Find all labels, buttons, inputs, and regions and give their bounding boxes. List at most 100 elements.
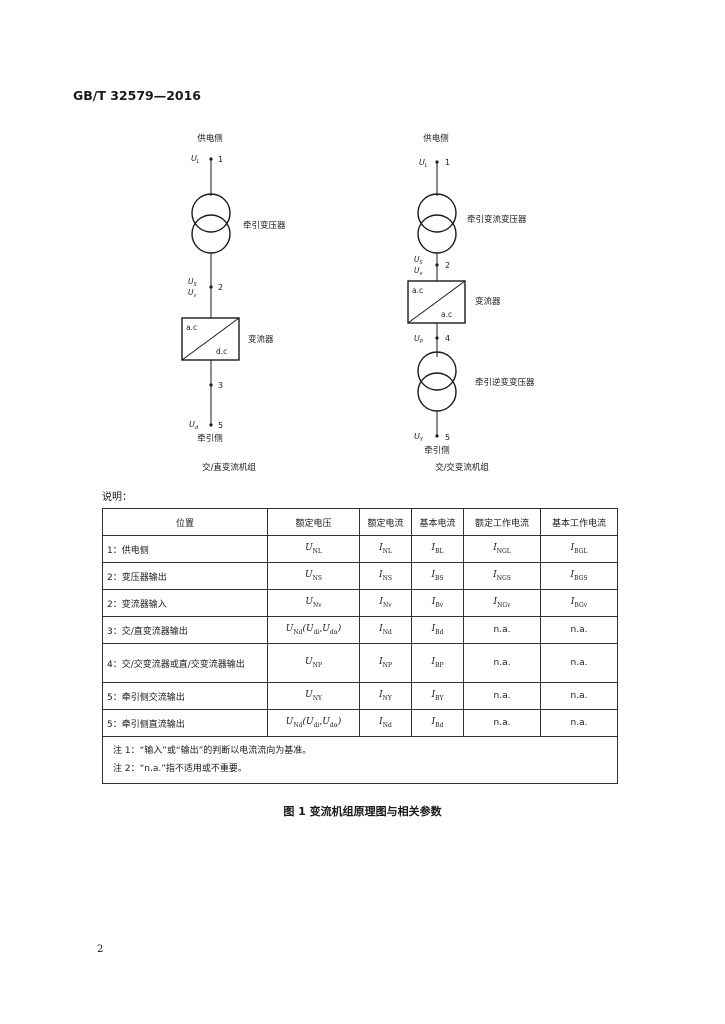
symbol: IBP	[431, 657, 444, 669]
symbol: IBGv	[570, 597, 587, 609]
cell-current: INS	[359, 562, 412, 590]
right-point-5	[435, 434, 439, 438]
table-note-1: 注 1：“输入”或“输出”的判断以电流流向为基准。	[113, 746, 312, 756]
cell-position: 5：牵引侧直流输出	[102, 709, 268, 737]
symbol-letter: U	[305, 543, 313, 554]
symbol-subscript: Bd	[435, 721, 444, 729]
symbol: IBS	[431, 570, 444, 582]
cell-voltage: UNv	[267, 589, 360, 617]
right-supply-label: 供电侧	[423, 133, 449, 144]
cell-basic: IBv	[411, 589, 464, 617]
symbol: IBL	[431, 543, 444, 555]
cell-rated_work: INGL	[463, 535, 541, 563]
symbol-subscript: di	[313, 628, 320, 636]
cell-rated_work: n.a.	[463, 709, 541, 737]
symbol-subscript: NS	[382, 574, 392, 582]
right-diagram-caption: 交/交变流机组	[435, 462, 489, 473]
symbol-subscript: NGL	[496, 547, 511, 555]
left-point-2	[209, 285, 213, 289]
symbol-letter: U	[305, 570, 313, 581]
symbol-subscript: BGL	[574, 547, 588, 555]
symbol: UNS	[305, 570, 322, 582]
symbol-letter: ,U	[319, 624, 330, 635]
symbol-subscript: Nd	[382, 721, 392, 729]
cell-current: INY	[359, 682, 412, 710]
symbol-subscript: dα	[329, 721, 338, 729]
symbol: IBd	[432, 717, 444, 729]
symbol-subscript: BS	[435, 574, 444, 582]
symbol-subscript: Nv	[312, 601, 322, 609]
symbol: INY	[379, 690, 392, 702]
right-point-4	[435, 336, 439, 340]
left-point-3-label: 3	[218, 381, 223, 390]
symbol-subscript: NP	[382, 661, 392, 669]
symbol: INv	[379, 597, 391, 609]
symbol-letter: I	[493, 543, 497, 554]
left-point-2-label: 2	[218, 283, 223, 292]
symbol-letter: I	[431, 543, 436, 554]
cell-voltage: UNd(Udi,Udα)	[267, 616, 360, 644]
symbol-letter: I	[431, 624, 436, 635]
cell-voltage: UNY	[267, 682, 360, 710]
left-supply-label: 供电侧	[197, 133, 223, 144]
symbol: INGL	[493, 543, 511, 555]
symbol-subscript: Bd	[435, 628, 444, 636]
cell-basic_work: IBGL	[540, 535, 618, 563]
right-traction-label: 牵引侧	[424, 445, 450, 456]
symbol-subscript: NP	[312, 661, 322, 669]
legend-title: 说明：	[102, 492, 132, 503]
right-u-bottom: UY	[414, 432, 424, 443]
right-transformer2-coil-upper	[417, 351, 457, 391]
symbol-letter: I	[379, 690, 383, 701]
cell-basic_work: n.a.	[540, 616, 618, 644]
symbol-letter: I	[431, 657, 436, 668]
column-header-basic-current: 基本电流	[411, 508, 464, 536]
cell-basic: IBS	[411, 562, 464, 590]
cell-voltage: UNS	[267, 562, 360, 590]
symbol: INGv	[493, 597, 511, 609]
symbol-letter: I	[431, 597, 436, 608]
cell-current: INd	[359, 709, 412, 737]
symbol: IBGL	[570, 543, 588, 555]
symbol-letter: I	[379, 570, 383, 581]
left-diagram-caption: 交/直变流机组	[202, 462, 256, 473]
symbol-subscript: Nd	[293, 721, 303, 729]
cell-position: 3：交/直变流器输出	[102, 616, 268, 644]
cell-current: INv	[359, 589, 412, 617]
right-converter-ac-1: a.c	[412, 286, 423, 295]
symbol: UNP	[305, 657, 322, 669]
cell-rated_work: n.a.	[463, 682, 541, 710]
right-transformer2-label: 牵引逆变变压器	[475, 377, 535, 388]
symbol: UNv	[305, 597, 322, 609]
symbol-letter: U	[285, 717, 294, 728]
cell-rated_work: n.a.	[463, 616, 541, 644]
left-u-bottom: Ud	[189, 420, 199, 431]
cell-basic: IBd	[411, 616, 464, 644]
figure-caption: 图 1 变流机组原理图与相关参数	[283, 805, 442, 818]
cell-rated_work: INGS	[463, 562, 541, 590]
left-converter-diagonal	[181, 317, 240, 361]
symbol-letter: (U	[302, 717, 314, 728]
right-converter-diagonal	[407, 280, 466, 324]
right-u-top: UL	[419, 158, 428, 169]
left-traction-label: 牵引侧	[197, 433, 223, 444]
cell-basic: IBY	[411, 682, 464, 710]
symbol: IBv	[431, 597, 443, 609]
cell-rated_work: INGv	[463, 589, 541, 617]
symbol-letter: I	[493, 597, 498, 608]
symbol-subscript: NY	[312, 694, 322, 702]
symbol-letter: I	[570, 597, 575, 608]
symbol-subscript: BP	[435, 661, 444, 669]
symbol-letter: I	[379, 624, 383, 635]
left-transformer-coil-upper	[191, 193, 231, 233]
symbol-subscript: NGS	[496, 574, 511, 582]
right-converter-ac-2: a.c	[441, 310, 452, 319]
cell-rated_work: n.a.	[463, 643, 541, 683]
symbol: IBd	[431, 624, 444, 636]
symbol-letter: I	[570, 543, 575, 554]
right-point-2-label: 2	[445, 261, 450, 270]
left-transformer-label: 牵引变压器	[243, 220, 286, 231]
